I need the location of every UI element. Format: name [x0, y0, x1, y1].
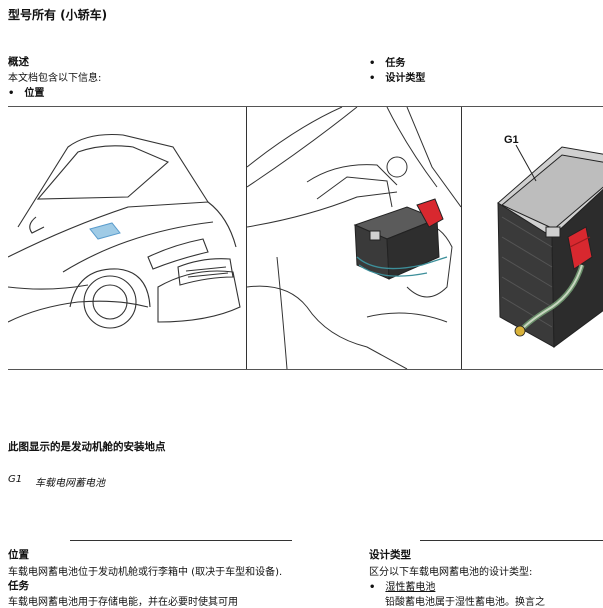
panel-divider	[461, 107, 462, 369]
bullet-dot: •	[8, 88, 15, 99]
legend-key: G1	[8, 474, 23, 485]
overview-item-task[interactable]: •任务	[369, 58, 406, 69]
overview-item-design[interactable]: •设计类型	[369, 73, 426, 84]
location-heading: 位置	[8, 549, 29, 561]
design-intro: 区分以下车载电网蓄电池的设计类型:	[369, 567, 533, 578]
engine-bay-illustration	[247, 107, 461, 369]
section-divider	[420, 540, 603, 541]
bullet-dot: •	[369, 58, 376, 69]
section-divider	[70, 540, 292, 541]
task-heading: 任务	[8, 580, 29, 592]
car-overview-illustration	[8, 107, 246, 369]
panel-divider	[246, 107, 247, 369]
overview-intro: 本文档包含以下信息:	[8, 73, 102, 84]
battery-closeup-illustration: G1	[462, 107, 603, 369]
design-heading: 设计类型	[369, 549, 411, 561]
wet-battery-link[interactable]: 湿性蓄电池	[385, 582, 436, 593]
bullet-dot: •	[369, 582, 376, 593]
overview-heading: 概述	[8, 56, 29, 68]
document-title: 型号所有 (小轿车)	[8, 8, 108, 22]
installation-figure: G1	[8, 106, 603, 370]
figure-caption: 此图显示的是发动机舱的安装地点	[8, 441, 166, 453]
overview-item-location[interactable]: •位置	[8, 88, 45, 99]
legend-value: 车载电网蓄电池	[35, 478, 105, 489]
location-text: 车载电网蓄电池位于发动机舱或行李箱中 (取决于车型和设备).	[8, 567, 283, 578]
figure-label-g1: G1	[504, 134, 519, 146]
design-item-wet-battery[interactable]: • 湿性蓄电池	[369, 578, 435, 593]
bullet-dot: •	[369, 73, 376, 84]
